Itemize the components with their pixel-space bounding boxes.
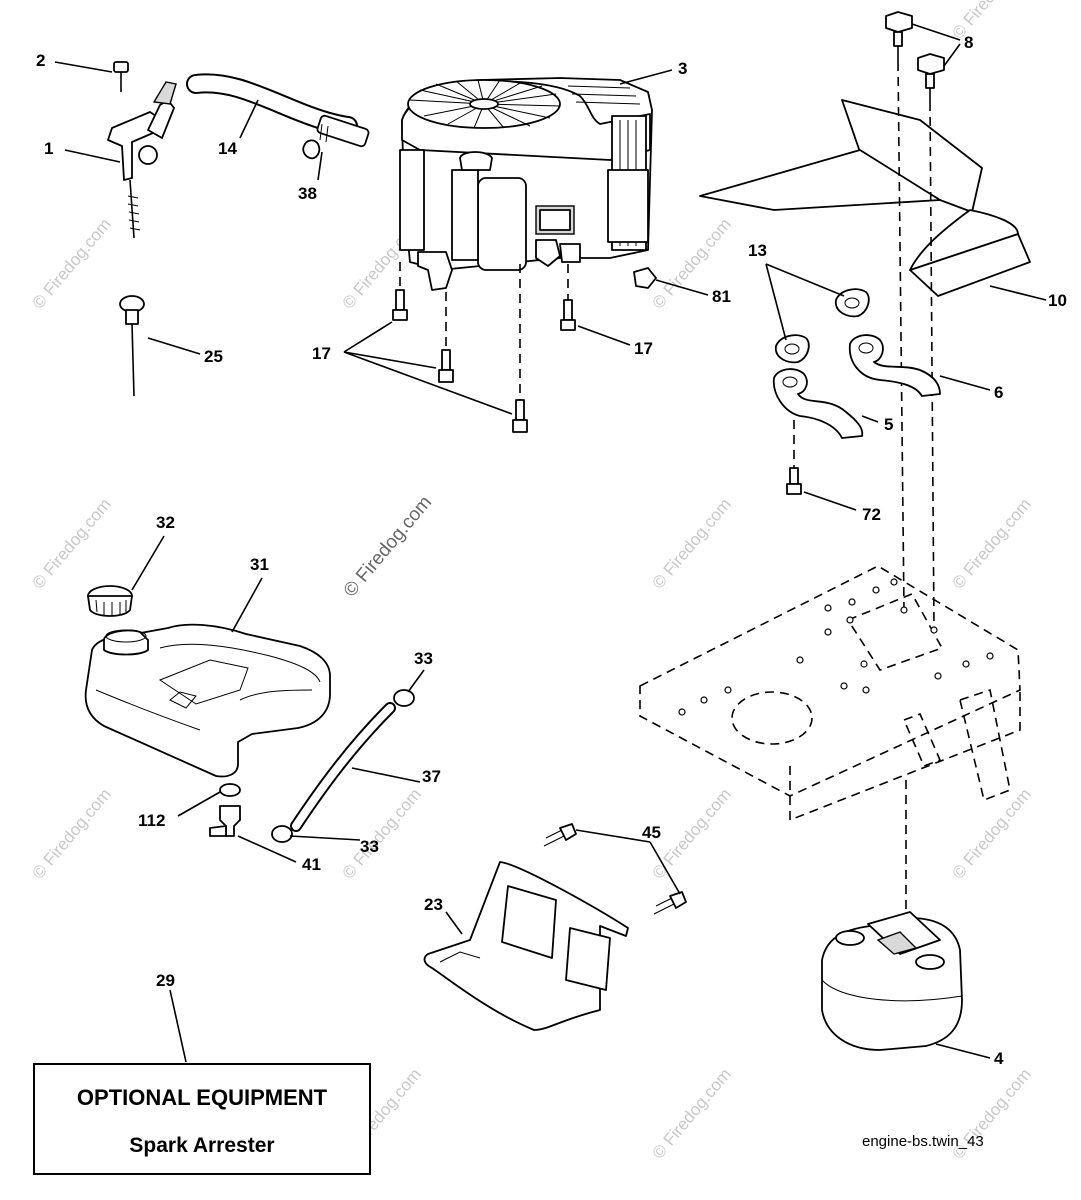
part-number-33: 33 [414, 649, 433, 668]
leader-line [239, 99, 259, 139]
watermark: © Firedog.com [649, 785, 735, 883]
optional-equipment-box [33, 1063, 371, 1175]
part-number-13: 13 [748, 241, 767, 260]
part-number-1: 1 [44, 139, 53, 158]
leader-line [649, 841, 681, 895]
watermark: © Firedog.com [649, 495, 735, 593]
leader-line [577, 325, 631, 346]
part-number-25: 25 [204, 347, 223, 366]
leader-line [765, 263, 787, 341]
watermark: © Firedog.com [29, 785, 115, 883]
exhaust-bolt [786, 420, 802, 495]
muffler-bolts [885, 11, 945, 102]
leader-line [765, 263, 845, 297]
leader-line [317, 151, 323, 181]
part-number-5: 5 [884, 415, 893, 434]
part-number-14: 14 [218, 139, 237, 158]
leader-line [407, 669, 425, 693]
exhaust-pipe-left [772, 368, 864, 439]
part-number-8: 8 [964, 33, 973, 52]
watermark: © Firedog.com [649, 1065, 735, 1163]
watermark: © Firedog.com [949, 495, 1035, 593]
leader-line [177, 791, 221, 817]
watermark: © Firedog.com [29, 495, 115, 593]
leader-line [935, 1043, 991, 1059]
leader-line [655, 279, 709, 296]
heat-deflector [699, 99, 1031, 297]
engine-bolts [392, 262, 576, 433]
part-number-31: 31 [250, 555, 269, 574]
part-number-112: 112 [138, 811, 165, 830]
leader-line [231, 577, 263, 633]
leader-line [343, 351, 513, 415]
leader-line [64, 149, 121, 163]
leader-line [803, 491, 857, 511]
fuel-fitting [209, 783, 241, 837]
part-number-38: 38 [298, 184, 317, 203]
leader-line [575, 829, 651, 843]
exhaust-gaskets [775, 288, 870, 364]
part-labels: 1 2 3 4 5 6 8 10 13 14 17 17 23 25 29 31… [36, 33, 1067, 1068]
leader-line [861, 415, 879, 423]
muffler [821, 911, 963, 1051]
part-number-2: 2 [36, 51, 45, 70]
part-number-29: 29 [156, 971, 175, 990]
part-number-45: 45 [642, 823, 661, 842]
leader-line [943, 43, 961, 67]
fuel-hose [271, 689, 415, 843]
part-number-32: 32 [156, 513, 175, 532]
bracket-screws [543, 823, 687, 915]
watermark-center: © Firedog.com [340, 492, 436, 601]
fuel-line [186, 73, 370, 160]
leader-line [169, 989, 187, 1063]
fuel-tank [84, 623, 331, 778]
mounting-bracket [423, 861, 629, 1031]
leader-line [619, 69, 673, 85]
leader-line [351, 767, 421, 783]
leader-line [989, 285, 1047, 301]
centre-line [929, 101, 935, 631]
exhaust-pipe-right [848, 334, 941, 397]
frame [639, 565, 1021, 822]
optional-equipment-title: OPTIONAL EQUIPMENT [77, 1085, 328, 1110]
watermark: © Firedog.com [29, 215, 115, 313]
part-number-72: 72 [862, 505, 881, 524]
part-number-37: 37 [422, 767, 441, 786]
watermark: © Firedog.com [949, 0, 1035, 43]
leader-line [289, 835, 361, 841]
part-number-6: 6 [994, 383, 1003, 402]
centre-line [897, 61, 905, 611]
part-number-4: 4 [994, 1049, 1004, 1068]
optional-equipment-subtitle: Spark Arrester [129, 1134, 274, 1157]
part-number-33: 33 [360, 837, 379, 856]
choke-knob [119, 295, 145, 397]
leader-line [147, 337, 201, 355]
leader-line [343, 351, 437, 369]
leader-line [343, 321, 393, 353]
drawing-id: engine-bs.twin_43 [862, 1133, 984, 1150]
leader-line [54, 61, 113, 73]
engine-body [399, 77, 657, 291]
part-number-3: 3 [678, 59, 687, 78]
leader-line [939, 375, 991, 391]
watermark: © Firedog.com [949, 785, 1035, 883]
watermark: © Firedog.com [339, 785, 425, 883]
part-number-81: 81 [712, 287, 731, 306]
part-number-17: 17 [312, 344, 331, 363]
leader-line [911, 23, 961, 41]
part-number-23: 23 [424, 895, 443, 914]
part-number-41: 41 [302, 855, 321, 874]
leader-line [237, 835, 297, 863]
throttle-control [107, 61, 177, 239]
fuel-cap [87, 585, 133, 617]
part-number-10: 10 [1048, 291, 1067, 310]
leader-line [445, 911, 463, 935]
leader-line [131, 535, 165, 591]
part-number-17: 17 [634, 339, 653, 358]
